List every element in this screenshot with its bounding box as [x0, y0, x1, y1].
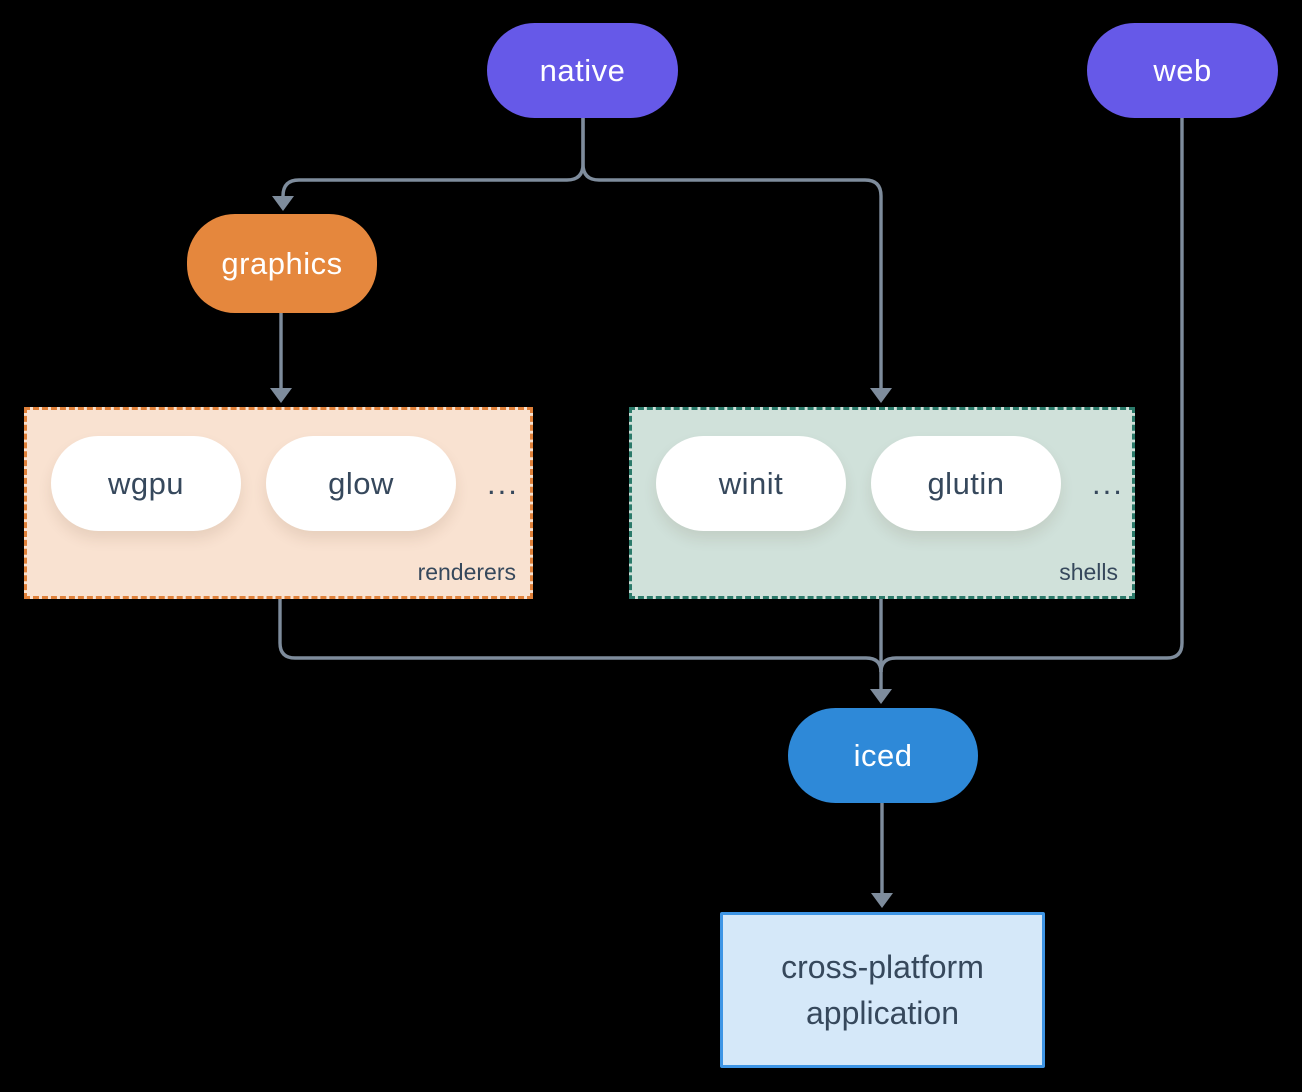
renderers-group-label: renderers [417, 559, 516, 585]
shells-ellipsis: ... [1092, 466, 1124, 501]
graphics-label: graphics [221, 245, 343, 281]
edge-web-to-iced [879, 118, 1184, 673]
arrowhead-application [871, 893, 893, 908]
iced-label: iced [853, 737, 913, 773]
node-iced: iced [788, 708, 978, 803]
winit-label: winit [718, 465, 784, 501]
arrowhead-shells [870, 388, 892, 403]
node-web: web [1087, 23, 1278, 118]
edge-native-to-graphics [281, 118, 585, 197]
glutin-label: glutin [927, 465, 1005, 501]
application-label-line2: application [806, 995, 959, 1031]
node-native: native [487, 23, 678, 118]
edge-native-to-shells [581, 118, 883, 388]
node-glow: glow [266, 436, 456, 531]
group-shells: winit glutin ... shells [629, 407, 1135, 599]
node-cross-platform-application: cross-platform application [720, 912, 1045, 1068]
node-graphics: graphics [187, 214, 377, 313]
renderers-ellipsis: ... [487, 466, 519, 501]
arrowhead-graphics [272, 196, 294, 211]
node-winit: winit [656, 436, 846, 531]
application-label-line1: cross-platform [781, 948, 984, 985]
group-renderers: wgpu glow ... renderers [24, 407, 533, 599]
native-label: native [539, 52, 626, 88]
wgpu-label: wgpu [107, 465, 185, 501]
glow-label: glow [328, 465, 394, 501]
arrowhead-iced [870, 689, 892, 704]
web-label: web [1153, 52, 1212, 88]
shells-group-label: shells [1059, 559, 1118, 585]
node-glutin: glutin [871, 436, 1061, 531]
node-wgpu: wgpu [51, 436, 241, 531]
edge-renderers-to-iced [278, 599, 883, 673]
arrowhead-renderers [270, 388, 292, 403]
